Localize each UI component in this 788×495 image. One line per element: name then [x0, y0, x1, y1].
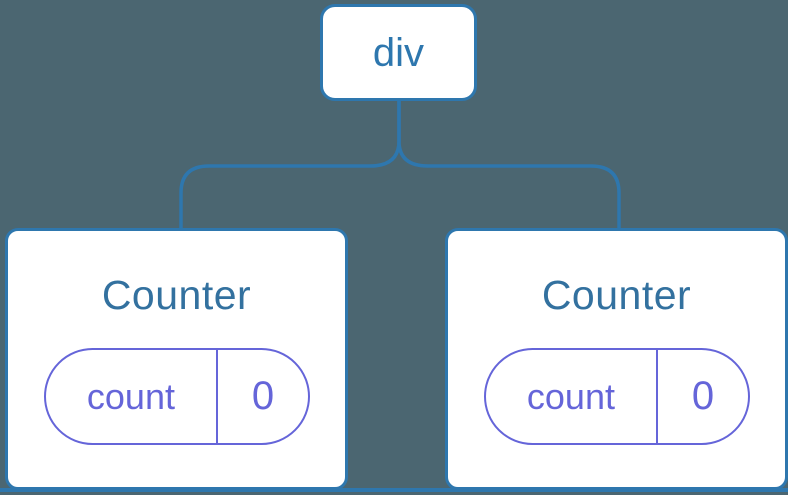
counter-card-right: Counter count 0 — [445, 228, 788, 490]
root-node-label: div — [372, 30, 425, 75]
state-pill: count 0 — [483, 348, 750, 445]
counter-card-left: Counter count 0 — [5, 228, 348, 490]
state-value: 0 — [251, 374, 275, 418]
state-key: count — [46, 350, 219, 443]
state-value: 0 — [691, 374, 715, 418]
counter-title: Counter — [101, 272, 252, 318]
state-pill: count 0 — [43, 348, 310, 445]
tree-edge-left — [179, 100, 401, 229]
state-key: count — [486, 350, 659, 443]
counter-title: Counter — [541, 272, 692, 318]
ground-line — [0, 488, 788, 492]
root-node-div: div — [320, 4, 477, 101]
tree-edge-right — [397, 100, 621, 229]
